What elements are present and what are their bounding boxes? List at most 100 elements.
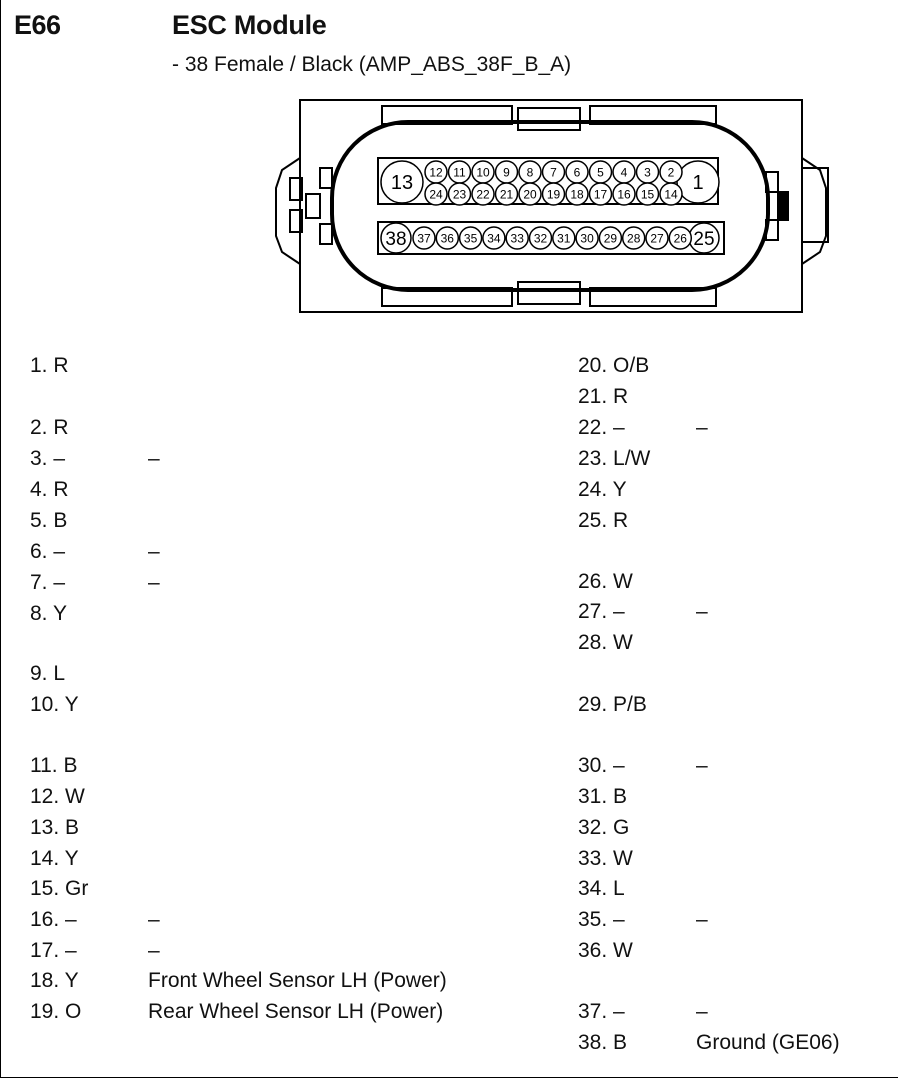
connector-pin-circle — [424, 182, 448, 206]
connector-pin-label: 20 — [523, 187, 537, 201]
pin-number-color: 15. Gr — [30, 877, 89, 900]
connector-pin-circle — [659, 182, 683, 206]
pin-number-color: 36. W — [578, 939, 633, 962]
connector-pin-circle — [575, 226, 599, 250]
connector-pin-label: 35 — [464, 231, 478, 245]
connector-pin-circle — [494, 182, 519, 206]
pin-function: – — [696, 600, 708, 623]
pin-number-color: 38. B — [578, 1031, 628, 1054]
connector-pin-circle — [380, 222, 412, 254]
pin-number-color: 19. O — [30, 1000, 82, 1023]
connector-pin-label: 6 — [574, 165, 581, 179]
pin-function: – — [696, 754, 708, 777]
pin-function: Front Wheel Sensor LH (Power) — [148, 969, 447, 992]
pin-number-color: 25. R — [578, 509, 629, 532]
connector-pin-label: 26 — [674, 231, 688, 245]
pin-number-color: 10. Y — [30, 693, 79, 716]
pin-number-color: 37. – — [578, 1000, 625, 1023]
pin-number-color: 13. B — [30, 816, 80, 839]
pin-number-color: 9. L — [30, 662, 66, 685]
pin-function: – — [148, 908, 160, 931]
connector-pin-label: 17 — [594, 187, 608, 201]
connector-pin-circle — [541, 182, 566, 206]
connector-pin-circle — [380, 160, 424, 204]
pin-function: Ground (GE06) — [696, 1031, 840, 1054]
pin-function: Rear Wheel Sensor LH (Power) — [148, 1000, 444, 1023]
connector-pin-circle — [471, 182, 495, 206]
connector-pin-label: 34 — [487, 231, 501, 245]
connector-pin-circle — [621, 226, 646, 250]
connector-pin-circle — [612, 182, 636, 206]
pin-number-color: 8. Y — [30, 602, 67, 625]
pin-function: – — [696, 416, 708, 439]
connector-pin-label: 2 — [668, 165, 675, 179]
connector-pin-label: 18 — [570, 187, 584, 201]
connector-pin-label: 14 — [664, 187, 678, 201]
pin-number-color: 35. – — [578, 908, 625, 931]
pin-number-color: 28. W — [578, 631, 633, 654]
connector-pin-label: 28 — [627, 231, 641, 245]
connector-pin-label: 1 — [692, 172, 703, 194]
pin-number-color: 31. B — [578, 785, 628, 808]
connector-pin-label: 30 — [580, 231, 594, 245]
pin-number-color: 20. O/B — [578, 354, 650, 377]
pin-number-color: 16. – — [30, 908, 77, 931]
page-title: ESC Module — [172, 10, 327, 40]
connector-pin-circle — [552, 226, 576, 250]
pin-number-color: 30. – — [578, 754, 625, 777]
connector-pin-label: 22 — [476, 187, 490, 201]
connector-pin-label: 12 — [429, 165, 443, 179]
connector-pin-label: 16 — [617, 187, 631, 201]
pin-number-color: 32. G — [578, 816, 630, 839]
connector-pin-circle — [565, 182, 589, 206]
connector-pin-circle — [447, 182, 472, 206]
connector-pin-label: 25 — [693, 229, 714, 250]
connector-pin-label: 33 — [511, 231, 525, 245]
connector-pin-circle — [505, 226, 529, 250]
pin-number-color: 33. W — [578, 847, 633, 870]
connector-pin-label: 32 — [534, 231, 548, 245]
connector-pin-circle — [435, 226, 460, 250]
connector-pin-label: 10 — [476, 165, 490, 179]
pin-function: – — [148, 939, 160, 962]
pin-number-color: 4. R — [30, 478, 69, 501]
pin-number-color: 2. R — [30, 416, 69, 439]
connector-pin-label: 15 — [641, 187, 655, 201]
connector-pin-label: 7 — [550, 165, 557, 179]
pin-number-color: 5. B — [30, 509, 68, 532]
connector-pin-circle — [412, 226, 436, 250]
connector-pin-label: 31 — [557, 231, 571, 245]
pin-number-color: 23. L/W — [578, 447, 651, 470]
connector-pin-label: 21 — [500, 187, 514, 201]
pin-function: – — [148, 540, 160, 563]
connector-pin-circle — [482, 226, 506, 250]
connector-pin-label: 37 — [417, 231, 431, 245]
pin-function: – — [148, 571, 160, 594]
connector-pin-label: 24 — [429, 187, 443, 201]
pin-number-color: 18. Y — [30, 969, 79, 992]
pin-number-color: 6. – — [30, 540, 66, 563]
pin-number-color: 24. Y — [578, 478, 627, 501]
pin-number-color: 12. W — [30, 785, 85, 808]
connector-pin-circle — [598, 226, 623, 250]
connector-code: E66 — [14, 10, 61, 40]
connector-pin-label: 13 — [391, 172, 413, 194]
connector-pin-label: 27 — [650, 231, 664, 245]
connector-pin-label: 4 — [621, 165, 628, 179]
connector-description: - 38 Female / Black (AMP_ABS_38F_B_A) — [172, 53, 572, 76]
connector-pin-label: 8 — [527, 165, 534, 179]
connector-pin-circle — [518, 182, 542, 206]
pin-number-color: 22. – — [578, 416, 625, 439]
pin-number-color: 26. W — [578, 570, 633, 593]
connector-pin-circle — [588, 182, 613, 206]
connector-pin-label: 5 — [597, 165, 604, 179]
pin-number-color: 1. R — [30, 354, 69, 377]
pin-number-color: 27. – — [578, 600, 625, 623]
connector-pin-label: 19 — [547, 187, 561, 201]
pin-number-color: 21. R — [578, 385, 629, 408]
connector-pin-circle — [635, 182, 660, 206]
pin-function: – — [696, 1000, 708, 1023]
pin-number-color: 3. – — [30, 447, 66, 470]
pin-number-color: 14. Y — [30, 847, 79, 870]
